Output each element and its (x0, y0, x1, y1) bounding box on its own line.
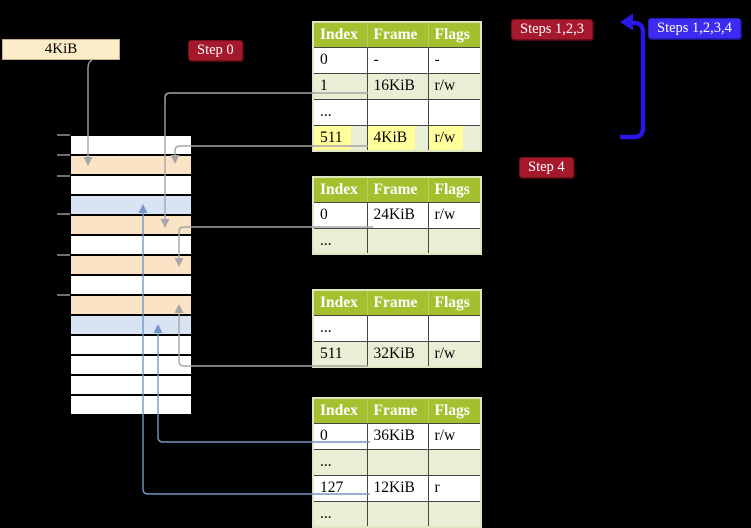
table-cell: - (427, 46, 482, 74)
table-cell (427, 448, 482, 476)
column-header-index: Index (312, 289, 368, 316)
table-cell: 511 (312, 340, 368, 368)
table-cell: ... (312, 500, 368, 528)
physical-memory-column (70, 135, 192, 415)
memory-frame-row-5 (71, 236, 191, 256)
table-cell: 127 (312, 474, 368, 502)
table-cell: r/w (427, 201, 482, 229)
column-header-frame: Frame (366, 21, 429, 48)
table-cell: ... (312, 98, 368, 126)
column-header-flags: Flags (427, 21, 482, 48)
memory-frame-row-9 (71, 316, 191, 336)
table-cell: 4KiB (366, 124, 429, 152)
table-row: ... (312, 227, 482, 255)
table-cell: r/w (427, 340, 482, 368)
table-cell: ... (312, 227, 368, 255)
table-cell: r/w (427, 422, 482, 450)
table-row: ... (312, 314, 482, 342)
table-cell: 0 (312, 422, 368, 450)
memory-frame-row-7 (71, 276, 191, 296)
table-cell (366, 227, 429, 255)
column-header-flags: Flags (427, 289, 482, 316)
table-cell: ... (312, 314, 368, 342)
table-cell: 36KiB (366, 422, 429, 450)
memory-frame-row-0 (71, 136, 191, 156)
highlighted-value: 4KiB (367, 125, 416, 150)
table-cell: 1 (312, 72, 368, 100)
column-header-frame: Frame (366, 397, 429, 424)
column-header-index: Index (312, 176, 368, 203)
table-cell (427, 314, 482, 342)
table-row: ... (312, 448, 482, 476)
highlighted-value: r/w (428, 125, 464, 150)
table-cell (366, 98, 429, 126)
memory-frame-row-12 (71, 376, 191, 396)
column-header-frame: Frame (366, 176, 429, 203)
memory-frame-row-11 (71, 356, 191, 376)
badge-step-4: Step 4 (519, 157, 574, 178)
table-cell (427, 500, 482, 528)
column-header-index: Index (312, 21, 368, 48)
memory-frame-row-2 (71, 176, 191, 196)
highlighted-value: 511 (314, 125, 351, 150)
memory-frame-row-8 (71, 296, 191, 316)
badge-step-0: Step 0 (188, 40, 243, 61)
table-cell (366, 314, 429, 342)
memory-frame-row-4 (71, 216, 191, 236)
column-header-flags: Flags (427, 397, 482, 424)
table-cell: r/w (427, 124, 482, 152)
memory-frame-row-1 (71, 156, 191, 176)
page-size-label: 4KiB (2, 39, 120, 60)
memory-tick-4 (57, 254, 70, 256)
column-header-flags: Flags (427, 176, 482, 203)
badge-steps-1-2-3-4: Steps 1,2,3,4 (648, 18, 741, 39)
table-row: 0-- (312, 46, 482, 74)
table-cell (366, 500, 429, 528)
table-cell: 511 (312, 124, 368, 152)
memory-tick-1 (57, 154, 70, 156)
table-cell: 12KiB (366, 474, 429, 502)
column-header-index: Index (312, 397, 368, 424)
table-row: ... (312, 98, 482, 126)
table-cell: r/w (427, 72, 482, 100)
steps-loop-arrow (620, 20, 646, 140)
table-cell: 0 (312, 201, 368, 229)
table-cell: 16KiB (366, 72, 429, 100)
memory-tick-0 (57, 134, 70, 136)
memory-tick-3 (57, 213, 70, 215)
memory-tick-5 (57, 294, 70, 296)
table-cell: r (427, 474, 482, 502)
table-cell: 32KiB (366, 340, 429, 368)
memory-frame-row-13 (71, 396, 191, 414)
memory-frame-row-6 (71, 256, 191, 276)
table-cell: 24KiB (366, 201, 429, 229)
table-cell (366, 448, 429, 476)
table-cell (427, 98, 482, 126)
table-cell: - (366, 46, 429, 74)
table-row: ... (312, 500, 482, 528)
column-header-frame: Frame (366, 289, 429, 316)
table-cell: ... (312, 448, 368, 476)
table-cell: 0 (312, 46, 368, 74)
badge-steps-1-2-3: Steps 1,2,3 (511, 19, 594, 40)
memory-frame-row-10 (71, 336, 191, 356)
steps-loop-arrow-arrowhead (620, 13, 633, 31)
memory-tick-2 (57, 175, 70, 177)
memory-frame-row-3 (71, 196, 191, 216)
table-cell (427, 227, 482, 255)
table-row: 511 4KiB r/w (312, 124, 482, 152)
